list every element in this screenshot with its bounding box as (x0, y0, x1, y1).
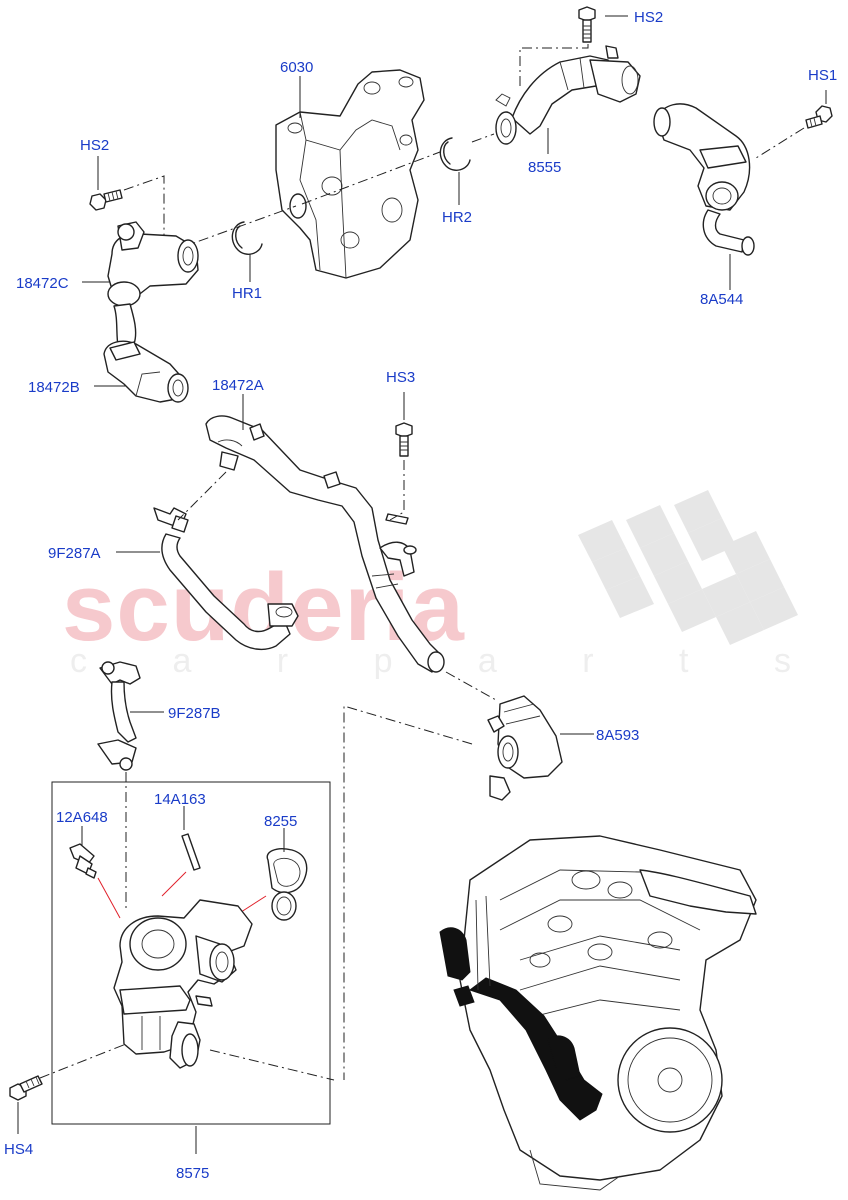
watermark-checker-flag (578, 490, 798, 645)
dash-hs1 (755, 127, 805, 159)
dash-9f287a (177, 471, 227, 521)
label-hs1: HS1 (808, 67, 837, 84)
label-18472c: 18472C (16, 275, 69, 292)
label-hs3: HS3 (386, 369, 415, 386)
part-8255-gaskets (266, 848, 308, 921)
red-line-12a648 (97, 877, 121, 919)
bolt-hs3 (395, 422, 413, 457)
bracket-tab (385, 513, 409, 525)
part-8a593-elbow (487, 695, 563, 801)
label-hs2-top: HS2 (634, 9, 663, 26)
dash-hs4 (39, 1043, 127, 1079)
dash-hs3 (389, 460, 405, 521)
label-9f287b: 9F287B (168, 705, 221, 722)
label-8a593: 8A593 (596, 727, 639, 744)
label-9f287a: 9F287A (48, 545, 101, 562)
part-18472a-pipe (205, 415, 445, 673)
kit-box-8575 (51, 781, 331, 1125)
label-8255: 8255 (264, 813, 297, 830)
part-18472b (103, 340, 189, 403)
label-18472b: 18472B (28, 379, 80, 396)
dash-housing-right (209, 1049, 335, 1081)
label-14a163: 14A163 (154, 791, 206, 808)
engine-locator-illustration (439, 835, 757, 1191)
bolt-hs2-left (89, 189, 123, 211)
dash-8a593-to-housing (343, 705, 473, 1080)
label-18472a: 18472A (212, 377, 264, 394)
label-hr1: HR1 (232, 285, 262, 302)
bolt-hs1 (805, 105, 833, 129)
bolt-hs4 (9, 1075, 43, 1101)
label-8555: 8555 (528, 159, 561, 176)
red-line-14a163 (161, 871, 187, 897)
label-12a648: 12A648 (56, 809, 108, 826)
part-hr2-ring (439, 137, 471, 171)
part-8575-thermostat-housing (113, 899, 253, 1069)
part-14a163-clip (181, 833, 201, 871)
label-hs4: HS4 (4, 1141, 33, 1158)
part-8a544-hose (653, 103, 755, 256)
label-8575: 8575 (176, 1165, 209, 1182)
dash-hs2-top (519, 44, 589, 90)
bolt-hs2-top (578, 6, 596, 43)
part-6030-bracket (275, 69, 425, 279)
part-8555-hose (495, 45, 641, 145)
part-9f287b-hose (97, 661, 141, 771)
part-9f287a-hose (153, 507, 299, 651)
part-12a648-sensor (69, 843, 97, 879)
label-hs2-left: HS2 (80, 137, 109, 154)
label-6030: 6030 (280, 59, 313, 76)
part-18472c (107, 221, 199, 347)
dash-to-8a593 (445, 671, 497, 701)
label-hr2: HR2 (442, 209, 472, 226)
dash-hs2-left (123, 175, 165, 236)
label-8a544: 8A544 (700, 291, 743, 308)
part-hr1-ring (231, 221, 263, 255)
